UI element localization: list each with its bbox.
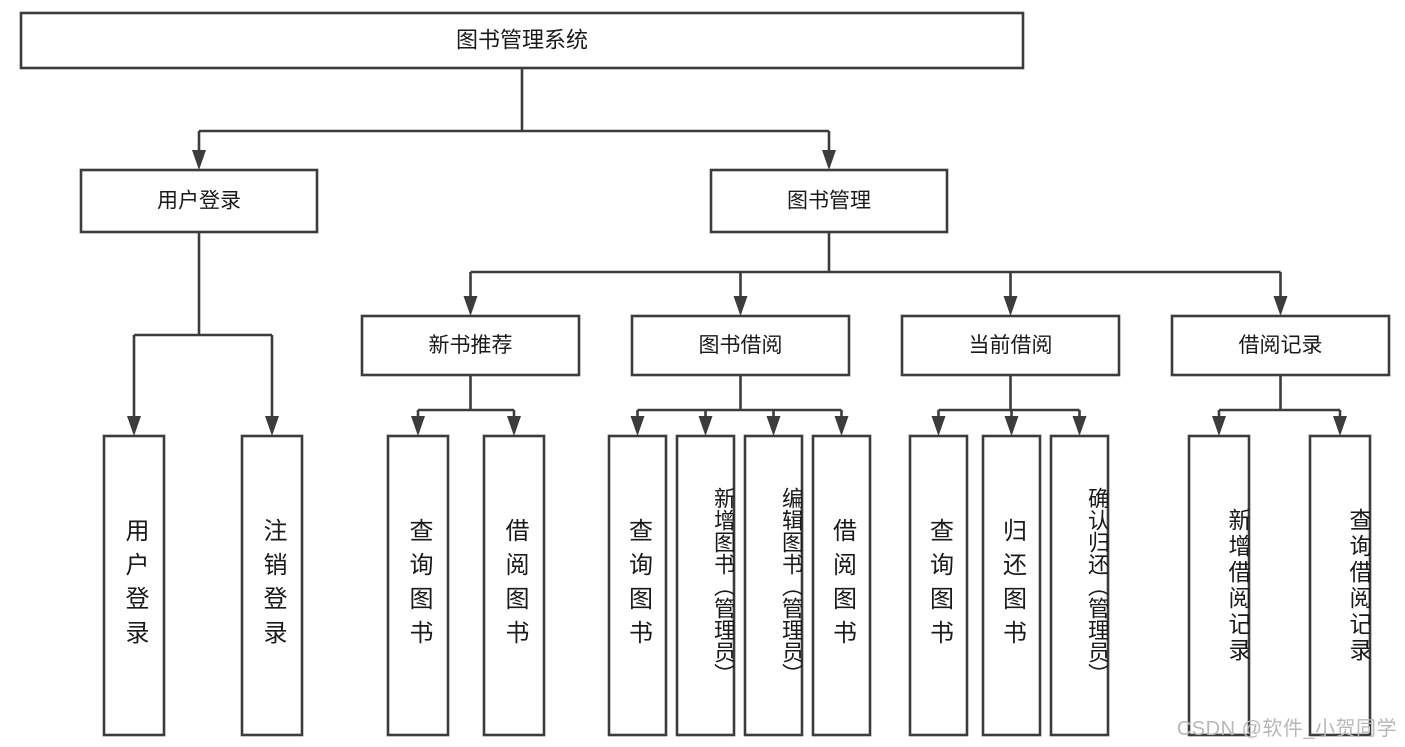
connectors-layer [127, 68, 1347, 436]
node-box-leaf-return-book[interactable] [981, 434, 1042, 737]
arrow-head-icon [698, 416, 713, 436]
node-box-leaf-query-book-3[interactable] [908, 434, 969, 737]
node-label-new-book-recommend: 新书推荐 [429, 334, 513, 357]
node-box-leaf-edit-book[interactable] [743, 434, 804, 737]
arrow-head-icon [822, 150, 836, 170]
arrow-head-icon [411, 416, 425, 436]
arrow-head-icon [733, 296, 748, 316]
arrow-head-icon [507, 416, 521, 436]
node-box-leaf-borrow-book-2[interactable] [811, 434, 872, 737]
arrow-head-icon [463, 296, 478, 316]
node-box-leaf-logout[interactable] [240, 434, 304, 737]
arrow-head-icon [265, 416, 279, 436]
arrow-head-icon [1004, 416, 1019, 436]
arrow-head-icon [1273, 296, 1288, 316]
node-label-user-login: 用户登录 [157, 190, 241, 213]
node-box-leaf-borrow-book-1[interactable] [482, 434, 546, 737]
arrow-head-icon [1072, 416, 1087, 436]
node-box-user-login[interactable] [79, 168, 319, 234]
arrow-head-icon [766, 416, 781, 436]
node-box-book-borrow[interactable] [630, 314, 851, 377]
node-box-root[interactable] [19, 11, 1025, 70]
node-box-leaf-query-book-1[interactable] [386, 434, 450, 737]
arrow-head-icon [834, 416, 849, 436]
node-label-book-manage: 图书管理 [787, 190, 871, 213]
node-box-current-borrow[interactable] [900, 314, 1121, 377]
node-box-leaf-user-login[interactable] [102, 434, 166, 737]
watermark-text: CSDN @软件_小贺同学 [1176, 718, 1397, 740]
arrow-head-icon [931, 416, 946, 436]
node-box-leaf-add-record[interactable] [1187, 434, 1251, 737]
boxes-layer [19, 11, 1391, 737]
node-box-leaf-query-record[interactable] [1308, 434, 1372, 737]
node-label-book-borrow: 图书借阅 [699, 334, 783, 357]
node-label-current-borrow: 当前借阅 [969, 334, 1053, 357]
node-box-leaf-confirm-return[interactable] [1049, 434, 1110, 737]
node-box-leaf-query-book-2[interactable] [607, 434, 668, 737]
node-box-leaf-add-book[interactable] [675, 434, 736, 737]
arrow-head-icon [192, 150, 206, 170]
node-label-root: 图书管理系统 [456, 27, 588, 52]
node-box-book-manage[interactable] [709, 168, 949, 234]
arrow-head-icon [1212, 416, 1226, 436]
arrow-head-icon [1333, 416, 1347, 436]
arrow-head-icon [127, 416, 141, 436]
arrow-head-icon [630, 416, 645, 436]
arrow-head-icon [1003, 296, 1018, 316]
node-box-borrow-record[interactable] [1170, 314, 1391, 377]
node-label-borrow-record: 借阅记录 [1239, 334, 1323, 357]
node-box-new-book-recommend[interactable] [360, 314, 581, 377]
